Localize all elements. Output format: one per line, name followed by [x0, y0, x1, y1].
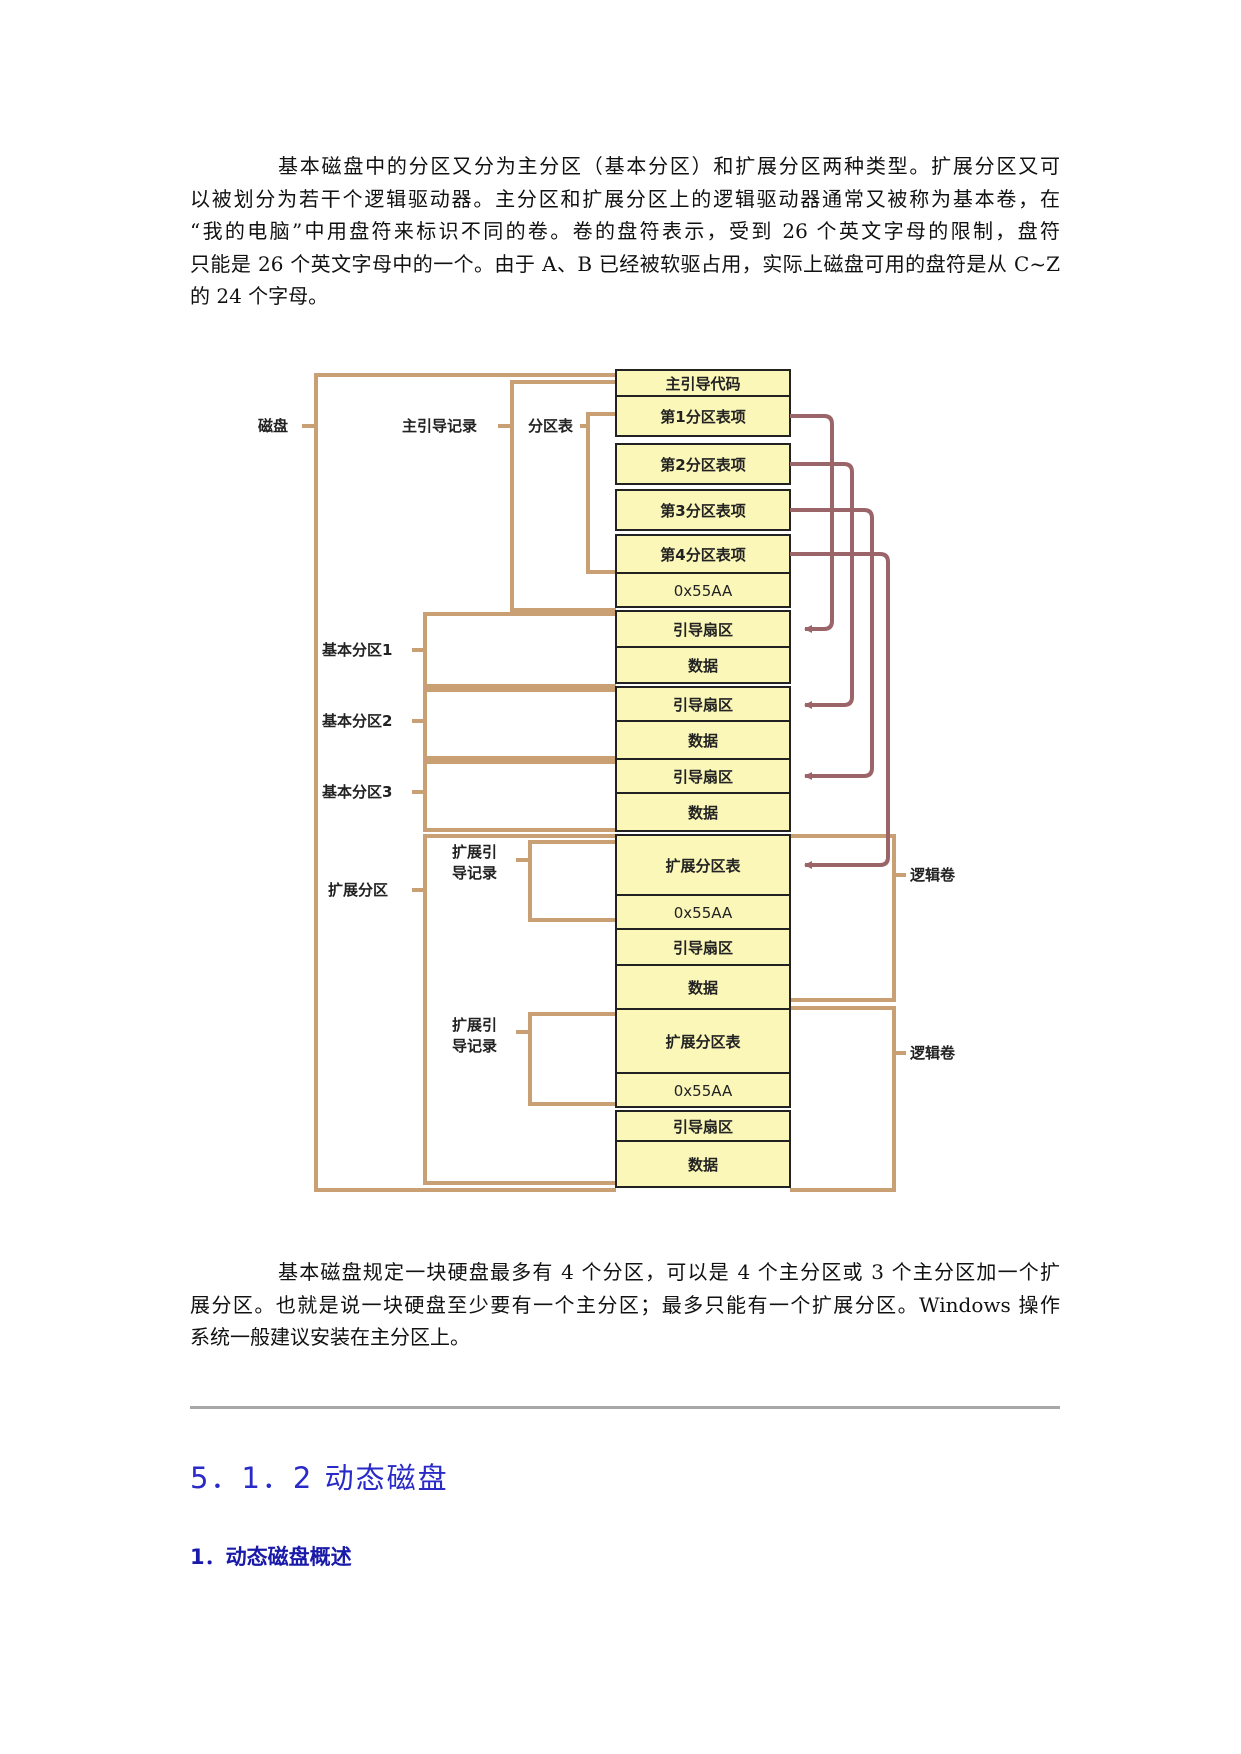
- svg-text:扩展分区表: 扩展分区表: [665, 857, 741, 875]
- svg-text:引导扇区: 引导扇区: [673, 768, 733, 786]
- paragraph-partition-limits: 基本磁盘规定一块硬盘最多有 4 个分区，可以是 4 个主分区或 3 个主分区加一…: [190, 1256, 1060, 1354]
- svg-text:第4分区表项: 第4分区表项: [660, 546, 745, 564]
- cell: 第1分区表项: [615, 395, 791, 437]
- svg-text:引导扇区: 引导扇区: [673, 696, 733, 714]
- label-primary3: 基本分区3: [321, 783, 392, 801]
- cell: 引导扇区: [615, 610, 791, 648]
- arrow-entry1: [790, 414, 834, 633]
- cell: 0x55AA: [615, 894, 791, 930]
- subsection-heading: 1．动态磁盘概述: [190, 1545, 352, 1569]
- svg-text:0x55AA: 0x55AA: [674, 1082, 733, 1100]
- label-disk: 磁盘: [258, 417, 288, 435]
- label-primary2: 基本分区2: [321, 712, 392, 730]
- cell: 引导扇区: [615, 686, 791, 722]
- cell: 0x55AA: [615, 572, 791, 608]
- ebr1-bracket: [528, 840, 616, 922]
- paragraph-line: “我的电脑”中用盘符来标识不同的卷。卷的盘符表示，受到 26 个英文字母的限制，…: [190, 219, 1060, 243]
- cell: 第2分区表项: [615, 443, 791, 485]
- svg-text:0x55AA: 0x55AA: [674, 582, 733, 600]
- cell: 第3分区表项: [615, 489, 791, 531]
- paragraph-line: 只能是 26 个英文字母中的一个。由于 A、B 已经被软驱占用，实际上磁盘可用的…: [190, 251, 1060, 276]
- cell: 引导扇区: [615, 758, 791, 794]
- paragraph-line: 基本磁盘中的分区又分为主分区（基本分区）和扩展分区两种类型。扩展分区又可: [278, 154, 1060, 178]
- paragraph-partition-types: 基本磁盘中的分区又分为主分区（基本分区）和扩展分区两种类型。扩展分区又可 以被划…: [190, 150, 1060, 313]
- logical2-bracket: [790, 1006, 896, 1192]
- cell: 数据: [615, 964, 791, 1010]
- cell-column: 主引导代码 第1分区表项 第2分区表项 第3分区表项 第4分区表项 0x55AA…: [615, 369, 791, 1188]
- label-mbr: 主引导记录: [402, 417, 477, 435]
- svg-text:数据: 数据: [688, 979, 718, 997]
- diagram-labels: 磁盘 主引导记录 分区表 基本分区1 基本分区2 基本分区3 扩展分区 扩展引 …: [258, 417, 956, 1062]
- svg-text:引导扇区: 引导扇区: [673, 621, 733, 639]
- primary3-bracket: [423, 758, 616, 832]
- paragraph-line: 的 24 个字母。: [190, 284, 329, 308]
- cell: 扩展分区表: [615, 834, 791, 896]
- paragraph-line: 系统一般建议安装在主分区上。: [190, 1325, 470, 1349]
- svg-text:扩展分区表: 扩展分区表: [665, 1033, 741, 1051]
- svg-text:数据: 数据: [688, 732, 718, 750]
- svg-text:数据: 数据: [688, 1156, 718, 1174]
- svg-text:引导扇区: 引导扇区: [673, 1118, 733, 1136]
- disk-structure-diagram: 主引导代码 第1分区表项 第2分区表项 第3分区表项 第4分区表项 0x55AA…: [258, 369, 956, 1192]
- svg-text:0x55AA: 0x55AA: [674, 904, 733, 922]
- entry-arrows: [790, 414, 890, 869]
- paragraph-line: 以被划分为若干个逻辑驱动器。主分区和扩展分区上的逻辑驱动器通常又被称为基本卷，在: [190, 186, 1060, 211]
- arrow-entry4: [790, 552, 890, 869]
- logical1-bracket: [790, 834, 896, 1002]
- cell: 主引导代码: [615, 369, 791, 397]
- svg-text:第3分区表项: 第3分区表项: [660, 502, 745, 520]
- cell: 0x55AA: [615, 1072, 791, 1108]
- svg-text:数据: 数据: [688, 804, 718, 822]
- label-extended: 扩展分区: [328, 881, 388, 899]
- primary2-bracket: [423, 688, 616, 760]
- label-logical2: 逻辑卷: [910, 1044, 956, 1062]
- cell: 数据: [615, 792, 791, 832]
- disk-bracket: [314, 373, 616, 1192]
- paragraph-line: 基本磁盘规定一块硬盘最多有 4 个分区，可以是 4 个主分区或 3 个主分区加一…: [278, 1260, 1060, 1284]
- partition-table-bracket: [586, 412, 616, 574]
- cell: 数据: [615, 1140, 791, 1188]
- mbr-bracket: [510, 380, 616, 612]
- cell: 扩展分区表: [615, 1008, 791, 1074]
- extended-bracket: [423, 834, 616, 1185]
- svg-text:数据: 数据: [688, 657, 718, 675]
- label-primary1: 基本分区1: [321, 641, 392, 659]
- cell: 引导扇区: [615, 928, 791, 966]
- svg-text:引导扇区: 引导扇区: [673, 939, 733, 957]
- cell: 数据: [615, 646, 791, 684]
- label-ebr1-line1: 扩展引: [452, 843, 497, 861]
- horizontal-divider: [190, 1406, 1060, 1409]
- label-ebr2-line1: 扩展引: [452, 1016, 497, 1034]
- bracket-lines: [302, 373, 906, 1192]
- cell: 数据: [615, 720, 791, 760]
- svg-text:第1分区表项: 第1分区表项: [660, 408, 745, 426]
- paragraph-line: 展分区。也就是说一块硬盘至少要有一个主分区；最多只能有一个扩展分区。Window…: [190, 1292, 1060, 1317]
- label-ebr2-line2: 导记录: [452, 1037, 497, 1055]
- label-partition-table: 分区表: [528, 417, 574, 435]
- svg-text:主引导代码: 主引导代码: [665, 375, 740, 393]
- svg-text:第2分区表项: 第2分区表项: [660, 456, 745, 474]
- ebr2-bracket: [528, 1012, 616, 1106]
- arrow-entry3: [790, 508, 874, 780]
- cell: 引导扇区: [615, 1110, 791, 1142]
- section-heading: 5．1．2 动态磁盘: [190, 1461, 449, 1495]
- cell: 第4分区表项: [615, 534, 791, 574]
- label-ebr1-line2: 导记录: [452, 864, 497, 882]
- label-logical1: 逻辑卷: [910, 866, 956, 884]
- primary1-bracket: [423, 612, 616, 688]
- arrow-entry2: [790, 462, 854, 709]
